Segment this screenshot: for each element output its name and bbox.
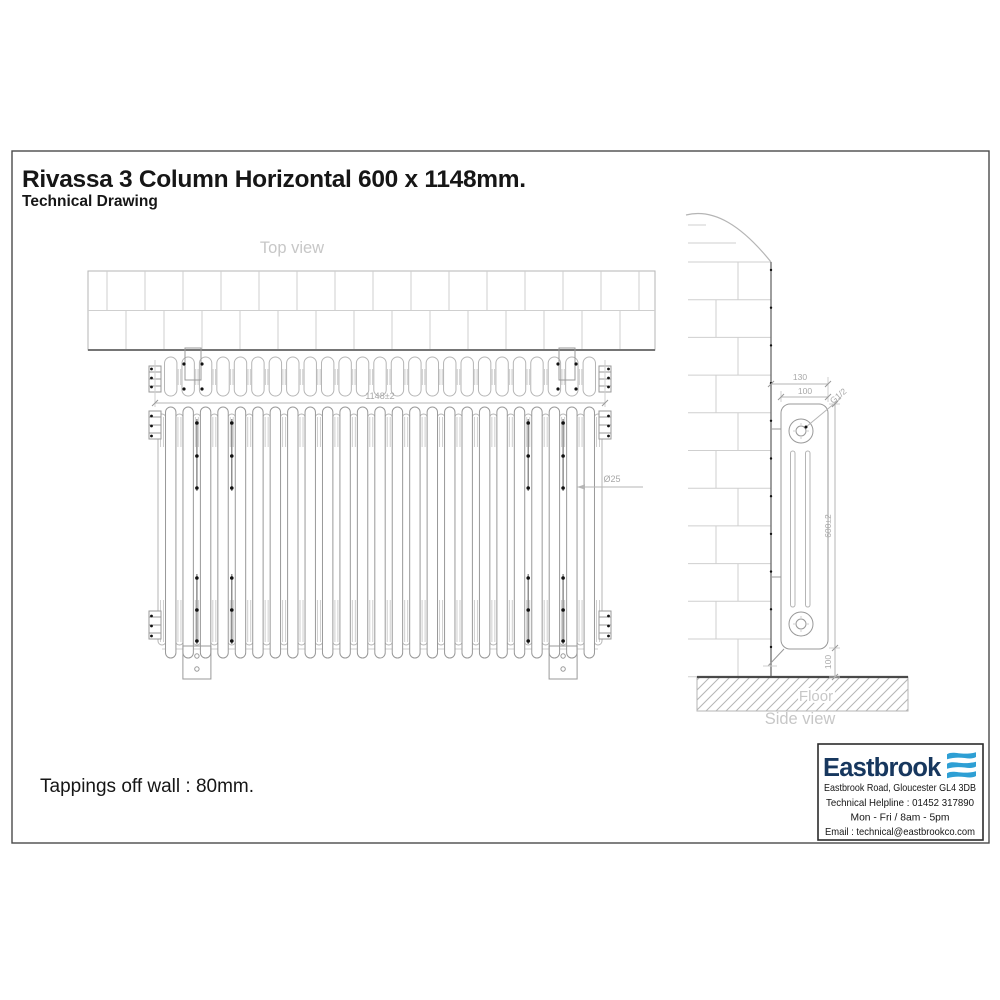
top-view-label: Top view [260, 239, 324, 257]
footer-address: Eastbrook Road, Gloucester GL4 3DB [824, 783, 976, 794]
length-dimension [151, 360, 609, 407]
page-subtitle: Technical Drawing [22, 193, 158, 210]
footer-box-border [817, 743, 984, 841]
side-view-wall [685, 213, 773, 678]
dim-length: 1148±2 [365, 391, 394, 401]
footer-hours: Mon - Fri / 8am - 5pm [851, 813, 950, 824]
page-title: Rivassa 3 Column Horizontal 600 x 1148mm… [22, 166, 526, 193]
dim-floor-clearance: 100 [823, 655, 833, 669]
top-view-wall [87, 270, 656, 351]
dim-diameter: Ø25 [603, 474, 620, 484]
front-view-radiator [148, 406, 643, 680]
side-view-floor [696, 675, 909, 712]
dim-depth-overall: 130 [793, 372, 807, 382]
top-view-radiator [148, 347, 612, 397]
waves-icon [947, 752, 976, 779]
dim-depth: 100 [798, 386, 812, 396]
side-view-label: Side view [765, 710, 836, 728]
brand-logo-text: Eastbrook [823, 754, 942, 782]
floor-label: Floor [799, 688, 833, 705]
footer-email: Email : technical@eastbrookco.com [825, 827, 975, 838]
footer-brand-box: Eastbrook Eastbrook Road, Gloucester GL4… [817, 743, 984, 841]
side-view-dimensions [767, 377, 842, 681]
tappings-note: Tappings off wall : 80mm. [40, 776, 254, 797]
dim-height: 600±2 [823, 514, 833, 538]
drawing-frame [11, 150, 990, 844]
footer-helpline: Technical Helpline : 01452 317890 [826, 798, 974, 809]
dim-tapping: G1/2 [828, 386, 849, 406]
side-view-radiator [763, 403, 829, 667]
